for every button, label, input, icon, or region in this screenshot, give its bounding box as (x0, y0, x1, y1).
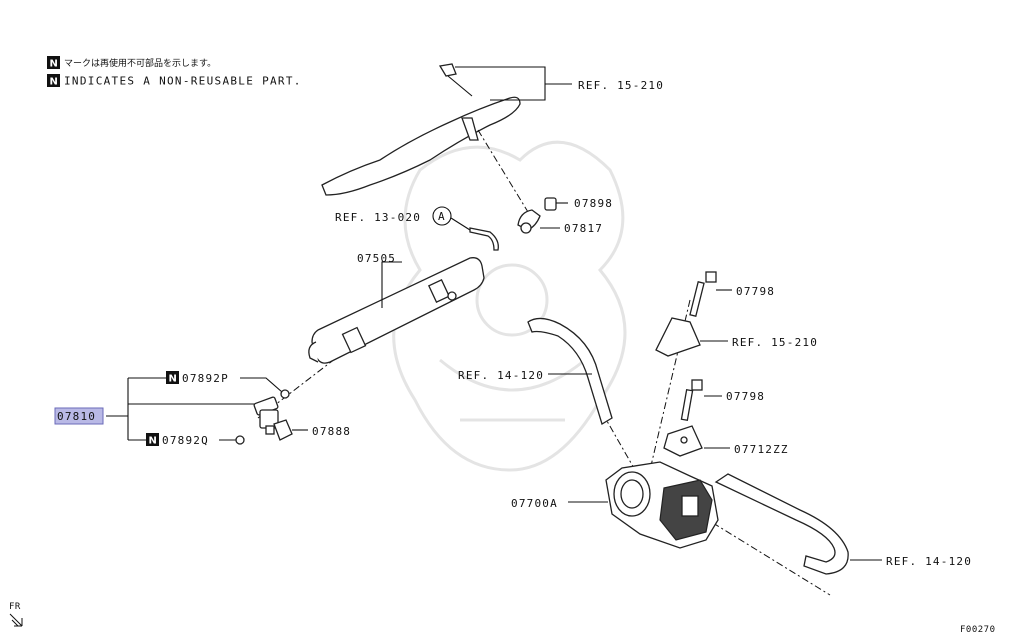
top-pipe-part (321, 63, 521, 196)
non-reusable-badge (166, 371, 179, 384)
bracket-ref-15-210: REF. 15-210 (655, 317, 818, 357)
part-07898[interactable]: 07898 (544, 197, 613, 211)
part-07505-label[interactable]: 07505 (357, 252, 396, 265)
assembly-centerline (477, 129, 529, 213)
part-07700a-label[interactable]: 07700A (511, 497, 558, 510)
ref-15-210-top-label[interactable]: REF. 15-210 (578, 79, 664, 92)
fuel-hose-end (469, 227, 499, 251)
ref-13-020-callout: REF. 13-020 A (335, 206, 499, 251)
part-07898-label[interactable]: 07898 (574, 197, 613, 210)
non-reusable-badge (47, 74, 60, 87)
part-07817-label[interactable]: 07817 (564, 222, 603, 235)
ref-15-210-top-callout: REF. 15-210 (455, 66, 664, 101)
part-07798-top-label[interactable]: 07798 (736, 285, 775, 298)
hose-ref-14-120-mid: REF. 14-120 (458, 317, 613, 425)
non-reusable-badge (146, 433, 159, 446)
part-07892p-label[interactable]: 07892P (182, 372, 229, 385)
notice-japanese: マークは再使用不可部品を示します。 (64, 57, 216, 69)
hose-ref-14-120-bottom: REF. 14-120 (714, 473, 972, 575)
assembly-centerline (649, 299, 691, 471)
ref-14-120-bottom-label[interactable]: REF. 14-120 (886, 555, 972, 568)
part-07888-label[interactable]: 07888 (312, 425, 351, 438)
callout-a-circle (432, 206, 452, 226)
part-07817[interactable]: 07817 (517, 209, 603, 235)
part-07892p[interactable]: A N 07892P (166, 371, 290, 399)
notice-english: INDICATES A NON-REUSABLE PART. (64, 75, 302, 88)
part-07712zz[interactable]: 07712ZZ (663, 425, 789, 457)
part-07798-top[interactable]: 07798 (689, 271, 775, 318)
part-07810-group[interactable]: 07810 (54, 377, 262, 441)
ref-15-210-right-label[interactable]: REF. 15-210 (732, 336, 818, 349)
assembly-centerline (594, 399, 636, 471)
non-reusable-badge (47, 56, 60, 69)
callout-a-letter: A (438, 210, 446, 223)
fuel-injector-part (253, 396, 279, 435)
part-07505-fuel-rail[interactable]: 07505 (308, 252, 485, 364)
part-07810-label[interactable]: 07810 (57, 410, 96, 423)
notice-badge-letter: N (50, 77, 58, 88)
ref-13-020-label[interactable]: REF. 13-020 (335, 211, 421, 224)
front-direction-indicator: FR (9, 602, 23, 627)
ref-14-120-mid-label[interactable]: REF. 14-120 (458, 369, 544, 382)
front-direction-label: FR (9, 602, 21, 612)
part-07798-mid[interactable]: 07798 (680, 379, 765, 422)
badge-letter: N (149, 436, 157, 447)
notice-block: N マークは再使用不可部品を示します。 N INDICATES A NON-RE… (47, 56, 302, 88)
part-07888[interactable]: 07888 (273, 419, 351, 441)
figure-code: F00270 (960, 625, 996, 635)
front-arrow-icon (9, 613, 23, 627)
badge-letter: N (169, 374, 177, 385)
part-07892q[interactable]: N 07892Q (146, 433, 245, 447)
part-07700a-throttle-body[interactable]: 07700A (511, 461, 719, 549)
part-07810-highlight (54, 407, 104, 425)
part-07892q-label[interactable]: 07892Q (162, 434, 209, 447)
assembly-centerline (699, 514, 831, 596)
notice-badge-letter: N (50, 59, 58, 70)
part-07798-mid-label[interactable]: 07798 (726, 390, 765, 403)
part-07712zz-label[interactable]: 07712ZZ (734, 443, 789, 456)
